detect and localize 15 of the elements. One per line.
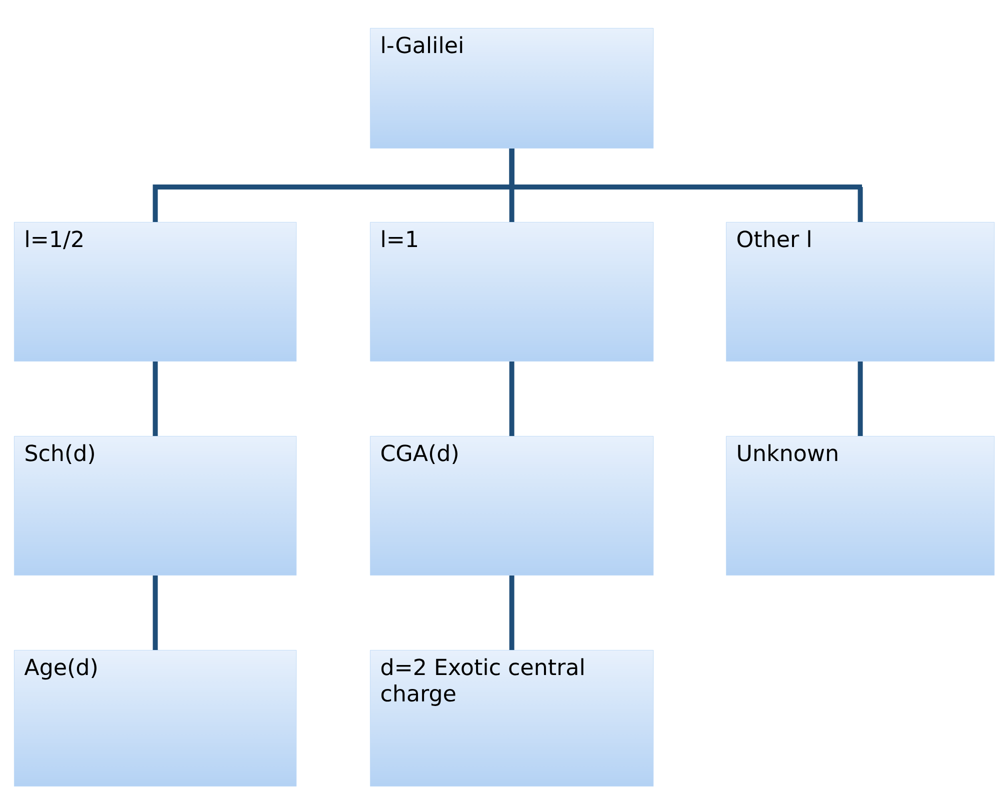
connector-line xyxy=(152,362,158,436)
connector-line xyxy=(509,148,864,222)
process-box: l-Galilei xyxy=(370,28,654,148)
process-box: Unknown xyxy=(726,436,995,576)
connector-line xyxy=(509,576,514,650)
process-box: Other l xyxy=(726,222,995,362)
process-box: Age(d) xyxy=(14,650,297,786)
connector-line xyxy=(858,362,863,436)
connector-line xyxy=(152,576,158,650)
connector-line xyxy=(509,362,514,436)
process-box: Sch(d) xyxy=(14,436,297,576)
process-box: d=2 Exotic central charge xyxy=(370,650,654,786)
process-box: CGA(d) xyxy=(370,436,654,576)
process-box: l=1 xyxy=(370,222,654,362)
process-box: l=1/2 xyxy=(14,222,297,362)
